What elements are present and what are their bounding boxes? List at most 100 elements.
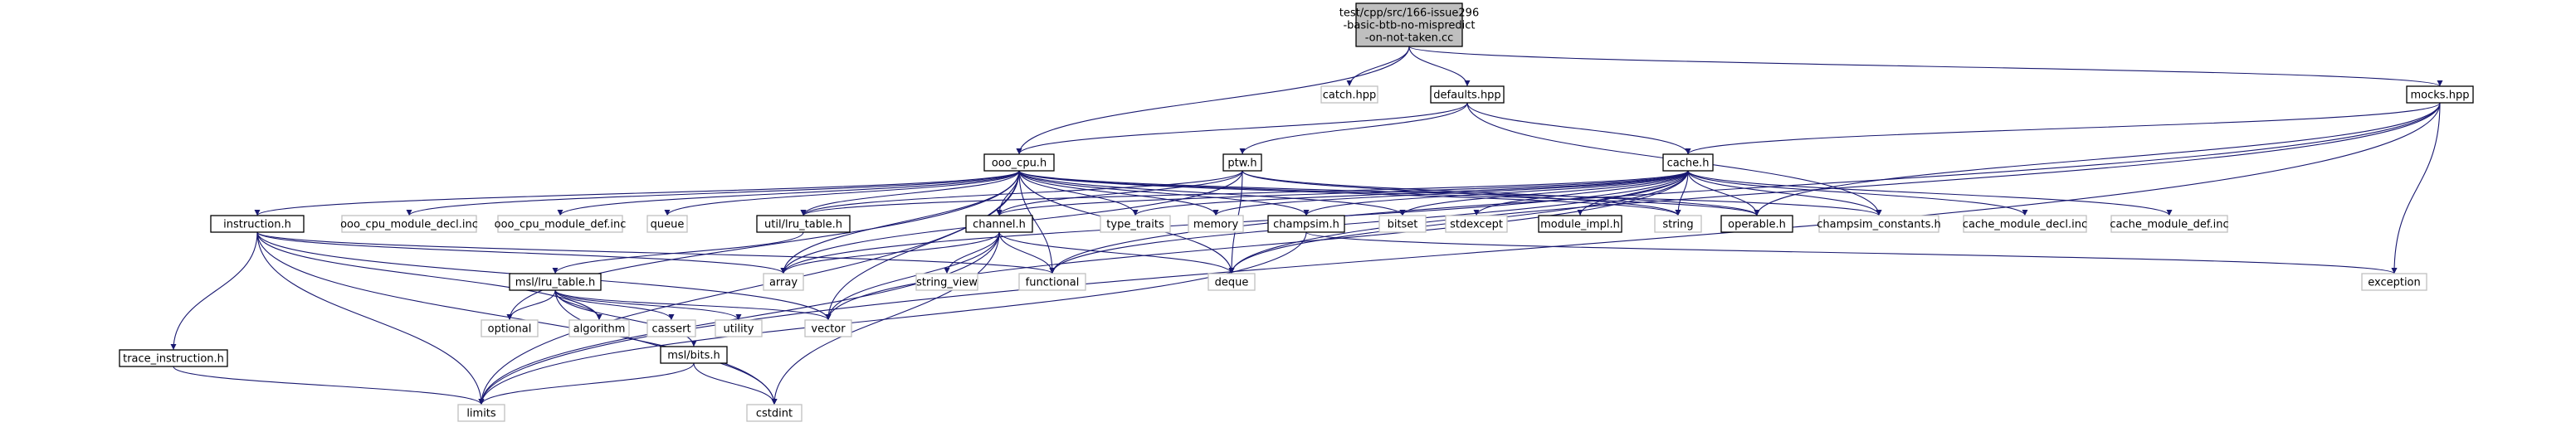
node-cassert[interactable]: cassert [646, 319, 696, 337]
node-operable-box [1720, 215, 1793, 233]
node-type_traits[interactable]: type_traits [1100, 215, 1171, 233]
node-module_impl[interactable]: module_impl.h [1538, 215, 1622, 233]
node-utility-box [715, 319, 763, 337]
edge-ooo_cpu-to-ooo_decl [406, 170, 1020, 216]
node-limits[interactable]: limits [457, 404, 505, 422]
edge-cache-to-champsim_constants [1687, 170, 1882, 216]
node-cache[interactable]: cache.h [1662, 153, 1714, 172]
edge-instruction-to-algorithm [256, 231, 603, 321]
node-queue[interactable]: queue [646, 215, 688, 233]
node-optional[interactable]: optional [481, 319, 539, 337]
node-queue-box [646, 215, 688, 233]
edge-ooo_cpu-to-champsim [1018, 170, 1310, 216]
node-instruction-box [210, 215, 305, 233]
node-champsim_constants-label: champsim_constants.h [1817, 219, 1940, 231]
node-champsim_constants[interactable]: champsim_constants.h [1817, 215, 1941, 233]
node-msl_lru[interactable]: msl/lru_table.h [509, 273, 602, 291]
node-stdexcept-box [1445, 215, 1508, 233]
edge-cache-to-stdexcept [1473, 170, 1689, 216]
edge-instruction-to-functional [256, 231, 1056, 274]
edge-ooo_cpu-to-util_lru [800, 170, 1020, 216]
node-util_lru[interactable]: util/lru_table.h [756, 215, 851, 233]
edge-channel-to-functional [998, 231, 1056, 274]
edge-defaults-to-cache [1466, 102, 1691, 155]
edge-msl_bits-to-limits [478, 362, 695, 405]
node-array-label: array [769, 277, 798, 289]
node-algorithm-label: algorithm [573, 323, 626, 336]
node-mocks[interactable]: mocks.hpp [2406, 85, 2474, 104]
node-algorithm[interactable]: algorithm [568, 319, 630, 337]
node-cache-label: cache.h [1667, 158, 1710, 170]
node-deque[interactable]: deque [1208, 273, 1256, 291]
node-ooo_decl-box [341, 215, 477, 233]
node-defaults[interactable]: defaults.hpp [1430, 85, 1505, 104]
node-champsim-label: champsim.h [1273, 219, 1339, 231]
edge-defaults-to-ptw [1239, 102, 1468, 155]
node-string_view[interactable]: string_view [915, 273, 978, 291]
node-catch[interactable]: catch.hpp [1320, 85, 1378, 104]
edge-cache-to-type_traits [1132, 170, 1689, 216]
node-memory-box [1188, 215, 1244, 233]
node-msl_bits-box [660, 346, 728, 364]
node-trace_instruction[interactable]: trace_instruction.h [119, 349, 228, 367]
node-utility[interactable]: utility [715, 319, 763, 337]
edge-channel-to-cstdint [771, 231, 1000, 405]
node-champsim[interactable]: champsim.h [1267, 215, 1345, 233]
edge-ptw-to-util_lru [800, 170, 1243, 216]
header-nodes: test/cpp/src/166-issue296-basic-btb-no-m… [119, 2, 2474, 422]
node-msl_bits[interactable]: msl/bits.h [660, 346, 728, 364]
node-operable[interactable]: operable.h [1720, 215, 1793, 233]
node-cache_decl-box [1963, 215, 2087, 233]
node-vector-box [804, 319, 852, 337]
node-string[interactable]: string [1654, 215, 1702, 233]
node-array[interactable]: array [763, 273, 804, 291]
node-ooo_decl-label: ooo_cpu_module_decl.inc [340, 219, 478, 231]
node-catch-label: catch.hpp [1323, 90, 1376, 102]
edge-ooo_cpu-to-ooo_def [557, 170, 1020, 216]
edge-msl_lru-to-msl_bits [554, 289, 697, 347]
node-exception-label: exception [2368, 277, 2421, 289]
node-operable-label: operable.h [1728, 219, 1786, 231]
node-instruction[interactable]: instruction.h [210, 215, 305, 233]
node-root[interactable]: test/cpp/src/166-issue296-basic-btb-no-m… [1339, 2, 1479, 47]
node-functional-box [1018, 273, 1086, 291]
node-channel[interactable]: channel.h [965, 215, 1033, 233]
node-msl_lru-label: msl/lru_table.h [515, 277, 595, 289]
node-ooo_cpu[interactable]: ooo_cpu.h [983, 153, 1055, 172]
node-cstdint[interactable]: cstdint [746, 404, 803, 422]
node-functional[interactable]: functional [1018, 273, 1086, 291]
node-memory[interactable]: memory [1188, 215, 1244, 233]
edge-mocks-to-exception [2391, 102, 2441, 274]
edge-ooo_cpu-to-queue [664, 170, 1020, 216]
node-cache_decl[interactable]: cache_module_decl.inc [1963, 215, 2087, 233]
edge-ooo_cpu-to-operable [1018, 170, 1760, 216]
dependency-edges [170, 46, 2443, 405]
edge-util_lru-to-msl_lru [552, 231, 804, 274]
node-util_lru-label: util/lru_table.h [764, 219, 842, 231]
node-trace_instruction-label: trace_instruction.h [123, 353, 224, 366]
node-cache-box [1662, 153, 1714, 172]
node-array-box [763, 273, 804, 291]
node-ooo_def[interactable]: ooo_cpu_module_def.inc [495, 215, 627, 233]
node-defaults-label: defaults.hpp [1433, 90, 1500, 102]
node-cache_def-box [2110, 215, 2228, 233]
node-vector[interactable]: vector [804, 319, 852, 337]
node-module_impl-label: module_impl.h [1540, 219, 1620, 231]
node-cache_def-label: cache_module_def.inc [2110, 219, 2228, 231]
node-bitset[interactable]: bitset [1378, 215, 1427, 233]
node-ooo_decl[interactable]: ooo_cpu_module_decl.inc [340, 215, 478, 233]
edge-root-to-defaults [1408, 46, 1471, 87]
node-string_view-label: string_view [916, 277, 978, 289]
node-deque-box [1208, 273, 1256, 291]
node-ptw[interactable]: ptw.h [1222, 153, 1262, 172]
edge-root-to-catch [1346, 46, 1410, 87]
edge-instruction-to-trace_instruction [170, 231, 258, 351]
edge-mocks-to-operable [1754, 102, 2441, 216]
edge-instruction-to-cstdint [256, 231, 778, 405]
node-root-box [1355, 2, 1463, 47]
edge-channel-to-vector [825, 231, 1000, 321]
node-exception[interactable]: exception [2361, 273, 2427, 291]
node-cache_def[interactable]: cache_module_def.inc [2110, 215, 2229, 233]
node-stdexcept[interactable]: stdexcept [1445, 215, 1508, 233]
node-ooo_cpu-box [983, 153, 1055, 172]
